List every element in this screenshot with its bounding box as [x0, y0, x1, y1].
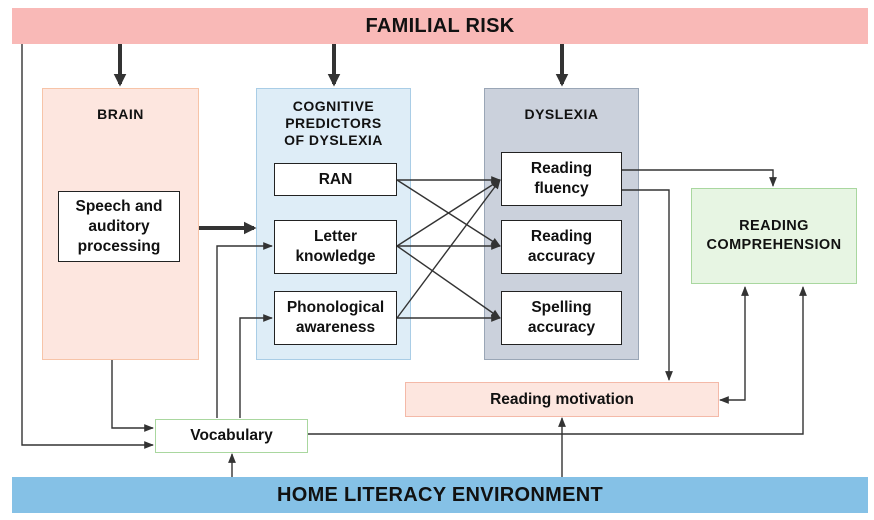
vocabulary-to-phon-arrow: [239, 314, 273, 418]
letter-knowledge-label: Letter knowledge: [295, 228, 376, 265]
familial-risk-label: FAMILIAL RISK: [365, 14, 515, 37]
dyslexia-title: DYSLEXIA: [524, 106, 599, 122]
phonological-awareness-label: Phonological awareness: [286, 299, 385, 336]
reading-motivation-label: Reading motivation: [490, 390, 634, 408]
vocabulary-to-comprehension-arrow: [308, 286, 807, 435]
brain-title: BRAIN: [97, 106, 144, 122]
cognitive-predictors-title: COGNITIVE PREDICTORS OF DYSLEXIA: [284, 98, 383, 148]
home-literacy-band: HOME LITERACY ENVIRONMENT: [12, 477, 868, 513]
familial-risk-band: FAMILIAL RISK: [12, 8, 868, 44]
speech-auditory-box: Speech and auditory processing: [58, 191, 180, 262]
reading-accuracy-label: Reading accuracy: [527, 228, 596, 265]
vocabulary-label: Vocabulary: [190, 427, 273, 444]
home-literacy-label: HOME LITERACY ENVIRONMENT: [276, 483, 604, 506]
reading-comprehension-panel: READING COMPREHENSION: [691, 188, 857, 284]
spelling-accuracy-label: Spelling accuracy: [527, 299, 596, 336]
letter-to-fluency-arrow: [396, 179, 501, 247]
reading-fluency-label: Reading fluency: [530, 160, 593, 197]
brain-to-vocabulary-arrow: [111, 360, 154, 432]
phon-to-fluency-arrow: [396, 179, 501, 319]
fluency-to-motivation-arrow: [622, 189, 673, 381]
reading-motivation-box: Reading motivation: [405, 382, 719, 417]
fluency-to-comprehension-arrow: [622, 169, 777, 187]
reading-accuracy-box: Reading accuracy: [501, 220, 622, 274]
spelling-accuracy-box: Spelling accuracy: [501, 291, 622, 345]
reading-fluency-box: Reading fluency: [501, 152, 622, 206]
phonological-awareness-box: Phonological awareness: [274, 291, 397, 345]
letter-knowledge-box: Letter knowledge: [274, 220, 397, 274]
letter-to-spelling-arrow: [396, 245, 501, 319]
ran-label: RAN: [318, 170, 353, 188]
vocabulary-box: Vocabulary: [155, 419, 308, 453]
reading-comprehension-title: READING COMPREHENSION: [706, 218, 842, 253]
speech-auditory-label: Speech and auditory processing: [75, 197, 163, 255]
motivation-comprehension-arrow: [719, 286, 749, 404]
ran-box: RAN: [274, 163, 397, 196]
familial-to-vocabulary-arrow: [21, 44, 154, 449]
vocabulary-to-letter-arrow: [216, 242, 273, 418]
